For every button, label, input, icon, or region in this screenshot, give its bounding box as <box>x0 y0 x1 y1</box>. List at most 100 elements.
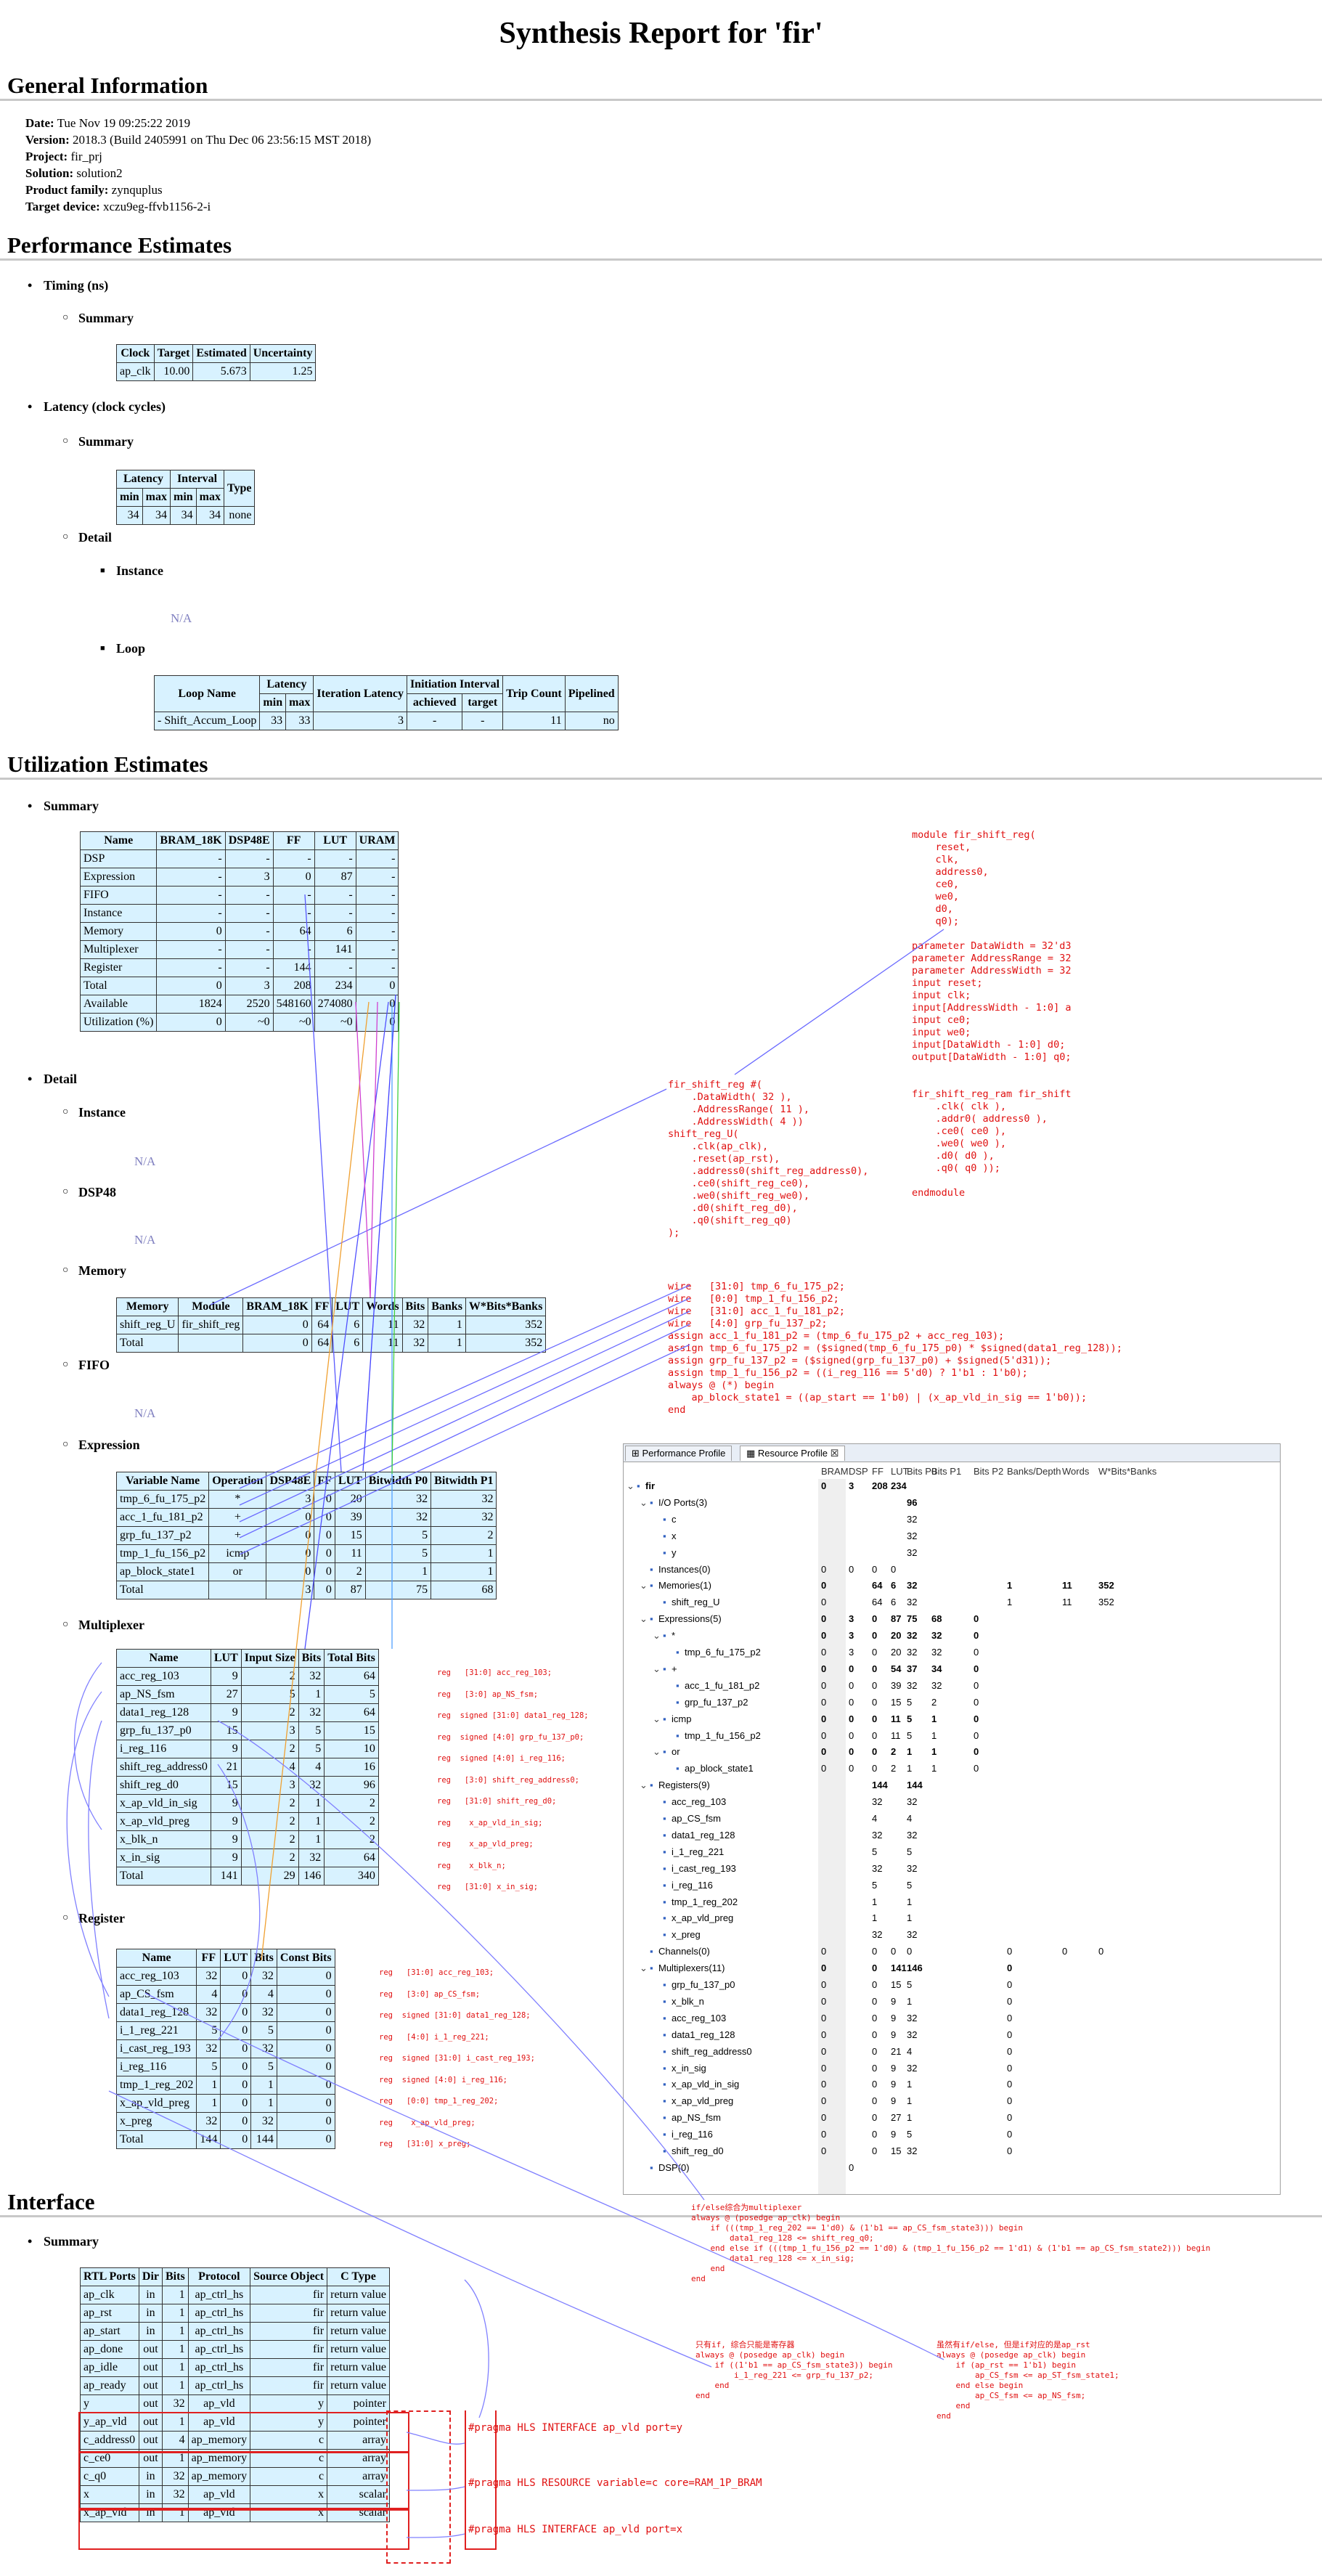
table-cell: + <box>208 1508 267 1527</box>
expand-toggle-icon[interactable]: ⌄ <box>640 1580 648 1591</box>
expand-toggle-icon[interactable]: ⌄ <box>640 1613 648 1625</box>
profile-cell: 9 <box>891 2062 897 2074</box>
profile-cell: 32 <box>872 1796 883 1808</box>
profile-cell: 39 <box>891 1679 902 1691</box>
expand-toggle-icon[interactable]: ⌄ <box>640 1496 648 1508</box>
profile-cell: 0 <box>872 1563 878 1575</box>
expand-toggle-icon[interactable]: ⌄ <box>627 1480 635 1491</box>
close-tab-icon[interactable]: ☒ <box>830 1448 839 1459</box>
column-header: max <box>195 488 225 507</box>
node-icon: ▪ <box>650 1613 653 1625</box>
profile-node-name: ap_NS_fsm <box>672 2112 721 2124</box>
table-cell: return value <box>327 2358 390 2377</box>
table-cell: ~0 <box>314 1013 356 1032</box>
profile-cell: 37 <box>907 1663 918 1674</box>
expand-toggle-icon[interactable]: ⌄ <box>653 1630 661 1642</box>
expand-toggle-icon[interactable]: ⌄ <box>640 1962 648 1974</box>
table-cell: - <box>355 886 399 905</box>
profile-node-name: tmp_6_fu_175_p2 <box>685 1647 761 1658</box>
tab-performance-profile[interactable]: ⊞ Performance Profile <box>625 1446 733 1461</box>
table-cell: 0 <box>314 1526 335 1545</box>
profile-cell: 1 <box>907 1763 913 1774</box>
profile-cell: 0 <box>974 1763 979 1774</box>
profile-cell: 0 <box>821 2129 827 2140</box>
column-header: Loop Name <box>153 675 261 712</box>
table-cell: - <box>224 958 274 977</box>
expand-toggle-icon[interactable]: ⌄ <box>653 1663 661 1674</box>
table-cell: data1_reg_128 <box>116 1703 211 1722</box>
node-icon: ▪ <box>663 1862 666 1874</box>
profile-cell: 0 <box>821 2029 827 2040</box>
table-cell: 0 <box>276 1967 335 1986</box>
table-cell: 16 <box>324 1758 379 1777</box>
performance-profile-icon: ⊞ <box>632 1448 642 1459</box>
table-cell: 548160 <box>272 995 315 1014</box>
highlight-ctype-dashed <box>386 2410 451 2564</box>
table-cell: 340 <box>324 1867 379 1886</box>
expand-toggle-icon[interactable]: ⌄ <box>653 1713 661 1724</box>
table-cell: 1 <box>431 1562 497 1581</box>
reg-note: reg signed [31:0] data1_reg_128; <box>437 1711 589 1720</box>
table-cell: 32 <box>401 1334 429 1353</box>
table-cell: 34 <box>170 506 197 525</box>
info-value: Tue Nov 19 09:25:22 2019 <box>57 116 191 130</box>
table-cell: 141 <box>210 1867 242 1886</box>
reg-note: reg signed [31:0] i_cast_reg_193; <box>379 2054 535 2063</box>
table-cell: 0 <box>276 2130 335 2149</box>
table-cell: 0 <box>220 2003 252 2022</box>
table-cell: 2 <box>324 1830 379 1849</box>
bullet-latency-summary: Summary <box>62 434 134 449</box>
column-header: Latency <box>116 470 171 489</box>
tab-resource-profile[interactable]: ▦ Resource Profile ☒ <box>740 1446 846 1461</box>
expand-toggle-icon[interactable]: ⌄ <box>640 1780 648 1791</box>
expand-toggle-icon[interactable]: ⌄ <box>653 1746 661 1758</box>
table-cell: y <box>80 2394 139 2413</box>
profile-tree-row[interactable]: ⌄▪I/O Ports(3)96 <box>624 1496 1280 1509</box>
table-cell: - <box>355 904 399 923</box>
profile-cell: 0 <box>821 1597 827 1608</box>
